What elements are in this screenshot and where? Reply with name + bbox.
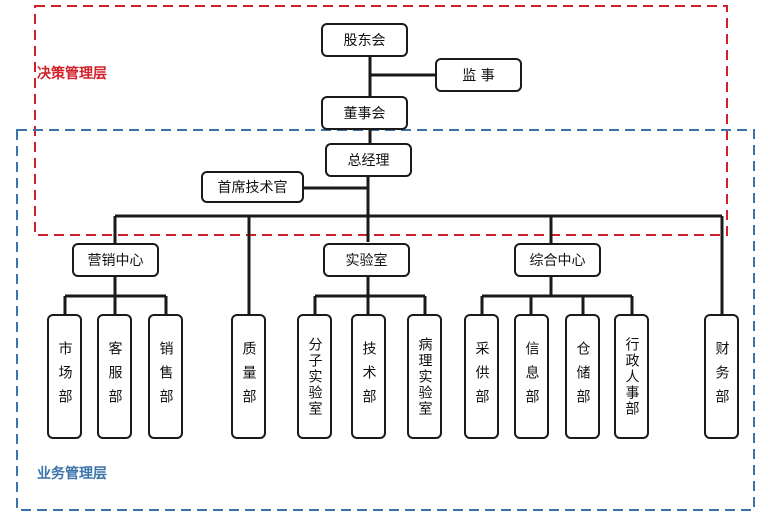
supervisor-box: 监 事: [435, 58, 522, 92]
business-layer-label: 业务管理层: [37, 466, 107, 482]
pathology-lab-box: 病理实验室: [407, 314, 442, 439]
decision-layer-frame: [34, 5, 728, 236]
storage-dept-box: 仓储部: [565, 314, 600, 439]
cto-box: 首席技术官: [201, 171, 304, 203]
shareholders-box: 股东会: [321, 23, 408, 57]
procurement-dept-box: 采供部: [464, 314, 499, 439]
market-dept-box: 市场部: [47, 314, 82, 439]
decision-layer-label: 决策管理层: [37, 66, 107, 82]
lab-box: 实验室: [323, 243, 410, 277]
admin-hr-dept-box: 行政人事部: [614, 314, 649, 439]
general-manager-box: 总经理: [325, 143, 412, 177]
molecular-lab-box: 分子实验室: [297, 314, 332, 439]
business-layer-frame: [16, 129, 755, 511]
marketing-center-box: 营销中心: [72, 243, 159, 277]
board-box: 董事会: [321, 96, 408, 130]
tech-dept-box: 技术部: [351, 314, 386, 439]
general-center-box: 综合中心: [514, 243, 601, 277]
finance-dept-box: 财务部: [704, 314, 739, 439]
quality-dept-box: 质量部: [231, 314, 266, 439]
sales-dept-box: 销售部: [148, 314, 183, 439]
info-dept-box: 信息部: [514, 314, 549, 439]
service-dept-box: 客服部: [97, 314, 132, 439]
